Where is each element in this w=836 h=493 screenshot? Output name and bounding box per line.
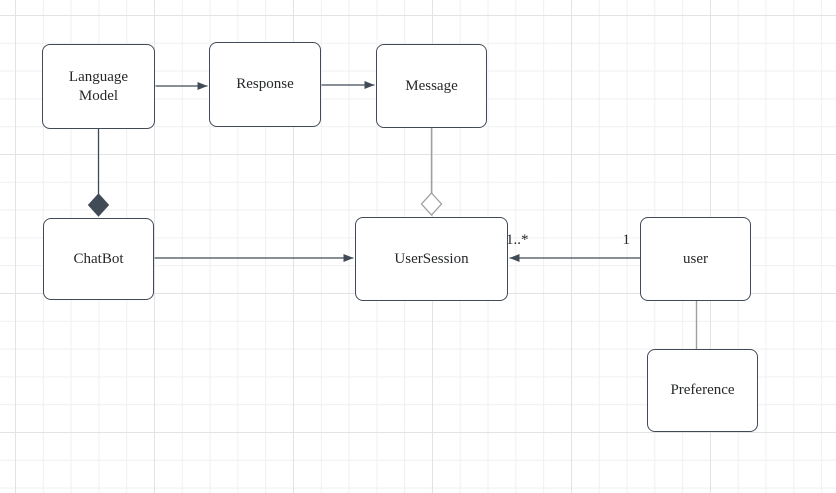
node-preference-label: Preference	[670, 382, 735, 399]
multiplicity-label-usersession-end[interactable]: 1..*	[506, 232, 529, 248]
node-user-label: user	[683, 250, 708, 267]
node-response-label: Response	[236, 76, 294, 93]
composition-diamond-icon[interactable]	[87, 193, 110, 217]
node-chatbot-label: ChatBot	[73, 250, 124, 267]
node-response[interactable]: Response	[209, 42, 321, 127]
node-usersession[interactable]: UserSession	[355, 217, 508, 301]
node-preference[interactable]: Preference	[647, 349, 758, 432]
node-user[interactable]: user	[640, 217, 751, 301]
node-usersession-label: UserSession	[394, 250, 469, 267]
aggregation-diamond-icon[interactable]	[420, 192, 443, 216]
node-language-model[interactable]: Language Model	[42, 44, 155, 129]
node-message[interactable]: Message	[376, 44, 487, 128]
node-message-label: Message	[405, 77, 458, 94]
node-chatbot[interactable]: ChatBot	[43, 218, 154, 300]
node-language-model-label: Language Model	[68, 68, 129, 104]
multiplicity-label-user-end[interactable]: 1	[622, 232, 631, 248]
